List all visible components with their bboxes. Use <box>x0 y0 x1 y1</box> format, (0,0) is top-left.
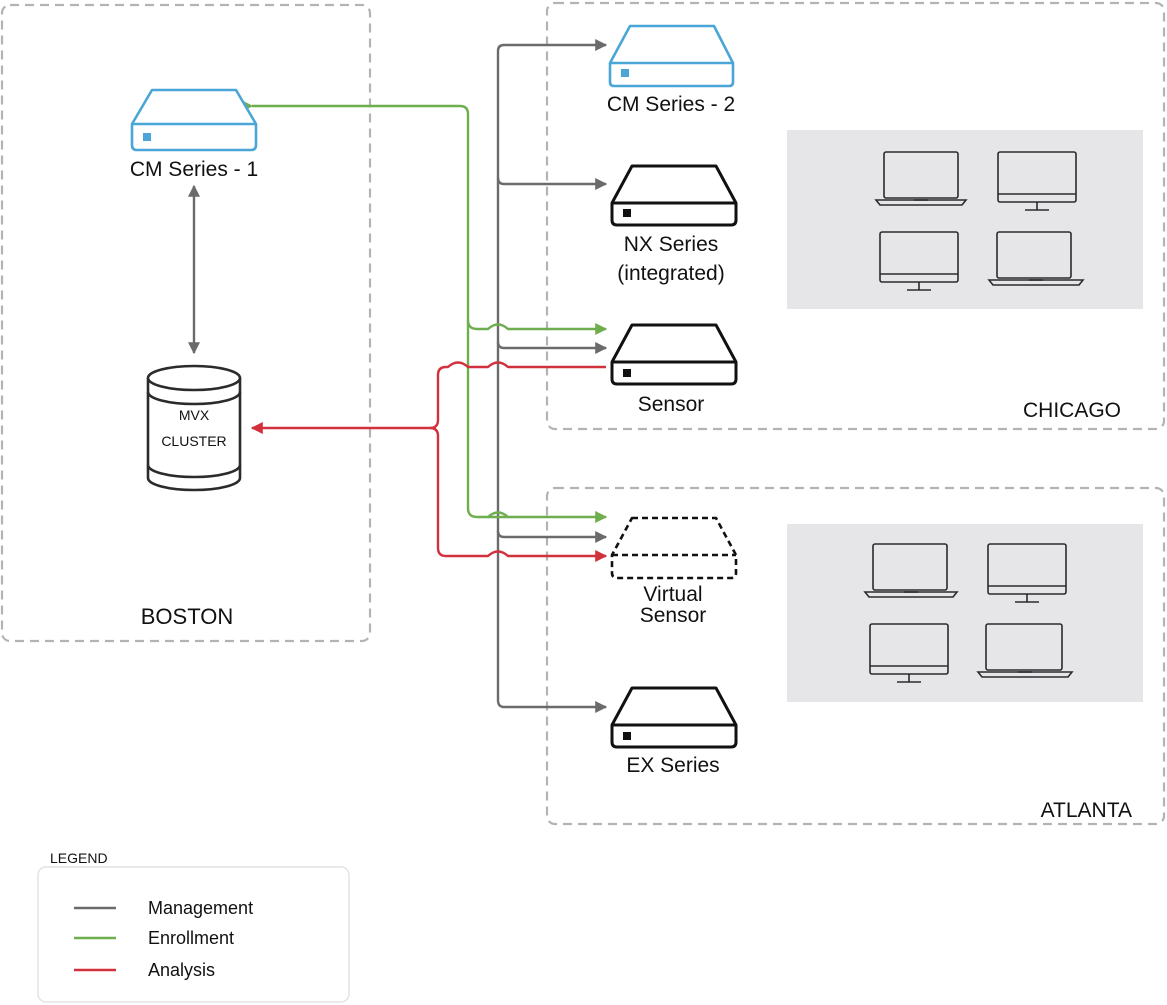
cm-series-2-label: CM Series - 2 <box>607 93 735 116</box>
legend-label-enrollment: Enrollment <box>148 928 234 948</box>
nx-series-label: NX Series <box>624 233 719 256</box>
laptop-icon <box>863 543 959 598</box>
laptop-icon <box>874 151 968 206</box>
legend-label-management: Management <box>148 898 253 918</box>
virtual-sensor-sublabel: Sensor <box>640 604 707 627</box>
region-chicago <box>545 1 1166 431</box>
cm-series-1-label: CM Series - 1 <box>130 158 258 181</box>
monitor-icon <box>879 231 959 291</box>
region-label-atlanta: ATLANTA <box>1041 799 1132 822</box>
enrollment-links <box>241 100 608 523</box>
analysis-links <box>250 361 608 562</box>
nx-series-sublabel: (integrated) <box>617 262 724 285</box>
cluster-label: CLUSTER <box>161 433 226 449</box>
ex-series-label: EX Series <box>626 754 719 777</box>
monitor-icon <box>987 543 1067 603</box>
region-boston <box>0 3 372 643</box>
laptop-icon <box>987 231 1085 286</box>
mvx-label: MVX <box>179 407 210 423</box>
mvx-cluster-database-icon[interactable] <box>146 364 242 492</box>
laptop-icon <box>976 623 1074 678</box>
region-label-chicago: CHICAGO <box>1023 399 1121 422</box>
legend-box <box>37 866 350 1003</box>
atlanta-endpoints-panel <box>787 524 1143 702</box>
cm-series-1-device[interactable] <box>130 88 258 152</box>
monitor-icon <box>869 623 949 683</box>
sensor-device[interactable] <box>610 323 738 386</box>
virtual-sensor-label: Virtual <box>643 583 702 606</box>
chicago-endpoints-panel <box>787 130 1143 309</box>
sensor-label: Sensor <box>638 393 705 416</box>
nx-series-device[interactable] <box>610 164 738 227</box>
cm-series-2-device[interactable] <box>608 24 735 88</box>
region-atlanta <box>545 486 1166 826</box>
legend-title: LEGEND <box>50 850 108 866</box>
ex-series-device[interactable] <box>610 686 738 749</box>
virtual-sensor-device[interactable] <box>610 516 738 580</box>
monitor-icon <box>997 151 1077 211</box>
region-label-boston: BOSTON <box>141 604 234 629</box>
legend-label-analysis: Analysis <box>148 960 215 980</box>
